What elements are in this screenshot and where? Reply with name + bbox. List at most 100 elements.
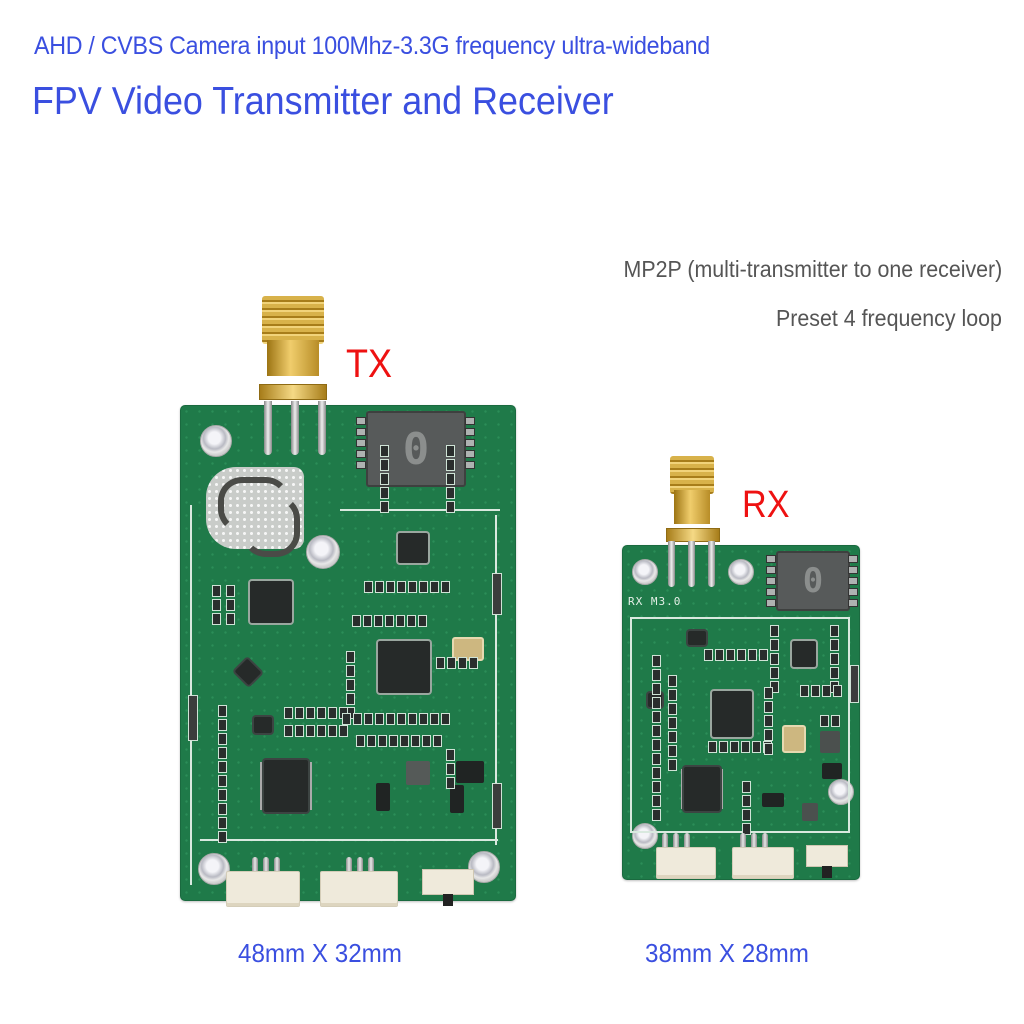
rx-ic-small	[688, 631, 706, 645]
mount-hole-icon	[198, 853, 230, 885]
rx-ic-tssop	[684, 767, 720, 811]
rx-connector-pins	[740, 833, 768, 849]
rx-sma-antenna-connector-icon	[670, 456, 714, 494]
rx-crystal-oscillator	[782, 725, 806, 753]
tx-connector-pins	[346, 857, 374, 873]
shield-trace	[630, 617, 632, 833]
mount-hole-icon	[632, 559, 658, 585]
tx-passive-array	[446, 445, 455, 513]
mount-hole-icon	[632, 823, 658, 849]
shield-trace	[630, 831, 850, 833]
tx-passive-array	[364, 581, 450, 593]
rx-ic-qfn	[792, 641, 816, 667]
rx-seven-segment-display: 0	[776, 551, 850, 611]
mount-hole-icon	[828, 779, 854, 805]
display-pins	[465, 417, 475, 469]
rx-ic-sot	[822, 763, 842, 779]
tx-ic-sot	[450, 785, 464, 813]
tx-passive-array	[284, 725, 348, 737]
rx-passive-array	[800, 685, 842, 697]
tx-passive-array	[212, 585, 221, 625]
shield-trace	[848, 617, 850, 833]
tx-passive-array	[218, 705, 227, 843]
display-pins	[848, 555, 858, 607]
shield-trace	[495, 515, 497, 845]
tx-ic-sot	[456, 761, 484, 783]
feature-frequency-loop: Preset 4 frequency loop	[776, 305, 1002, 331]
tx-display-digit: 0	[402, 423, 430, 475]
rx-passive-array	[820, 715, 840, 727]
shield-trace	[200, 839, 498, 841]
shield-trace	[340, 509, 500, 511]
tx-ic-rf	[250, 581, 292, 623]
tx-ic-main	[378, 641, 430, 693]
tx-ic-tssop	[264, 760, 308, 812]
rx-label: RX	[742, 484, 790, 526]
product-subtitle: AHD / CVBS Camera input 100Mhz-3.3G freq…	[34, 32, 710, 60]
tx-connector-2	[320, 871, 398, 907]
tx-crystal-oscillator	[452, 637, 484, 661]
tx-side-pad	[492, 573, 502, 615]
rx-display-digit: 0	[802, 561, 824, 601]
rx-sma-leg	[708, 541, 715, 587]
mount-hole-icon	[306, 535, 340, 569]
rx-ic-sot	[762, 793, 784, 807]
tx-side-pad	[492, 783, 502, 829]
tx-ic-small	[234, 658, 262, 686]
tx-pcb-board: 0	[180, 401, 516, 907]
tx-inductor	[406, 761, 430, 785]
tx-rf-trace	[218, 477, 290, 533]
tx-passive-array	[342, 713, 450, 725]
tx-sma-base	[259, 384, 327, 400]
tx-passive-array	[380, 445, 389, 513]
tx-ic-qfn	[398, 533, 428, 563]
rx-passive-array	[668, 675, 677, 771]
rx-connector-2	[732, 847, 794, 879]
rx-passive-array	[830, 625, 839, 693]
rx-passive-array	[742, 781, 751, 835]
mount-hole-icon	[200, 425, 232, 457]
rx-inductor	[820, 731, 840, 753]
rx-pcb-board: RX M3.0 0	[622, 541, 860, 880]
display-pins	[766, 555, 776, 607]
tx-sma-leg	[291, 401, 299, 455]
tx-passive-array	[352, 615, 427, 627]
rx-sma-body	[674, 490, 710, 524]
rx-sma-base	[666, 528, 720, 542]
tx-ic-small	[254, 717, 272, 733]
rx-passive-array	[764, 687, 773, 755]
mount-hole-icon	[728, 559, 754, 585]
tx-dimensions: 48mm X 32mm	[238, 938, 402, 968]
rx-passive-array	[652, 655, 661, 821]
tx-connector-pins	[252, 857, 280, 873]
tx-passive-array	[446, 749, 455, 789]
tx-rf-trace	[242, 495, 300, 557]
rx-passive-array	[708, 741, 772, 753]
rx-inductor	[802, 803, 818, 821]
tx-sma-leg	[318, 401, 326, 455]
tx-ic-sot	[376, 783, 390, 811]
tx-passive-array	[436, 657, 478, 669]
tx-side-pad	[188, 695, 198, 741]
tx-label: TX	[346, 342, 393, 386]
display-pins	[356, 417, 366, 469]
shield-trace	[630, 617, 848, 619]
product-title: FPV Video Transmitter and Receiver	[32, 80, 614, 123]
tx-slide-switch	[422, 869, 474, 906]
tx-sma-antenna-connector-icon	[262, 296, 324, 344]
tx-sma-body	[267, 340, 319, 376]
tx-sma-leg	[264, 401, 272, 455]
rx-passive-array	[704, 649, 768, 661]
tx-passive-array	[284, 707, 348, 719]
tx-connector-1	[226, 871, 300, 907]
tx-passive-array	[226, 585, 235, 625]
rx-ic-main	[712, 691, 752, 737]
feature-mp2p: MP2P (multi-transmitter to one receiver)	[623, 256, 1002, 282]
rx-connector-pins	[662, 833, 690, 849]
rx-sma-leg	[688, 541, 695, 587]
rx-slide-switch	[806, 845, 848, 878]
tx-passive-array	[356, 735, 442, 747]
rx-dimensions: 38mm X 28mm	[645, 938, 809, 968]
rx-side-pad	[850, 665, 859, 703]
rx-connector-1	[656, 847, 716, 879]
